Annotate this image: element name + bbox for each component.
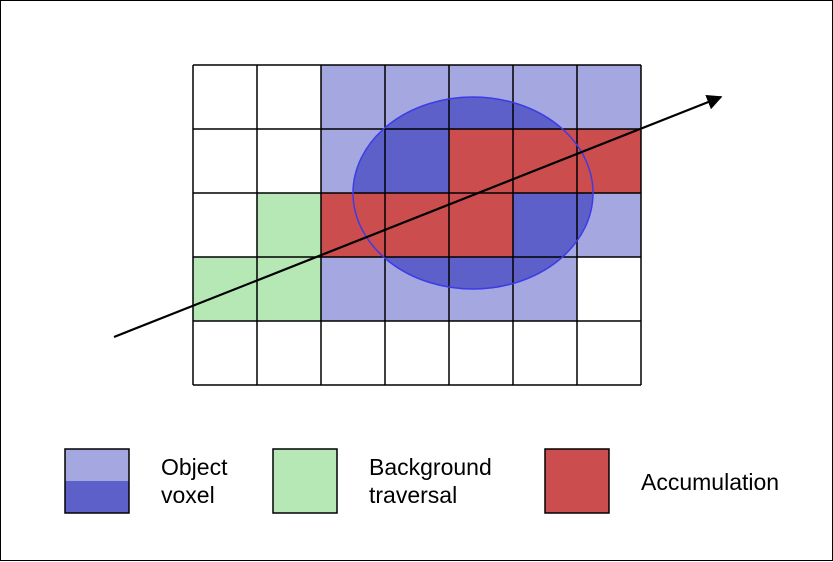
voxel-cell-empty [577, 321, 641, 385]
voxel-cell-accumulation [449, 193, 513, 257]
legend-background-line1: Background [369, 454, 492, 480]
voxel-cell-empty [577, 257, 641, 321]
voxel-cell-empty [193, 65, 257, 129]
legend-accumulation-swatch [544, 448, 610, 514]
voxel-cell-object [577, 65, 641, 129]
voxel-cell-empty [513, 321, 577, 385]
voxel-cell-background-traversal [193, 257, 257, 321]
voxel-cell-object-interior [385, 129, 449, 193]
voxel-cell-empty [193, 129, 257, 193]
voxel-cell-object [321, 65, 385, 129]
voxel-cell-empty [193, 321, 257, 385]
voxel-cell-background-traversal [257, 257, 321, 321]
voxel-cell-object [321, 257, 385, 321]
voxel-cell-accumulation [513, 129, 577, 193]
ray-arrow [113, 94, 723, 339]
voxel-cell-empty [385, 321, 449, 385]
legend-background-label: Background traversal [369, 453, 492, 509]
voxel-cell-empty [321, 321, 385, 385]
voxel-cell-empty [257, 129, 321, 193]
voxel-cell-object-interior [513, 193, 577, 257]
legend-object-label: Object voxel [161, 453, 227, 509]
legend-object-line2: voxel [161, 482, 215, 508]
voxel-cell-object-interior [449, 257, 513, 289]
voxel-cell-empty [193, 193, 257, 257]
legend-accumulation-line1: Accumulation [641, 469, 780, 495]
object-circle [352, 96, 594, 290]
grid-lines [192, 64, 642, 386]
voxel-cell-empty [449, 321, 513, 385]
voxel-cell-background-traversal [257, 193, 321, 257]
legend-object-swatch [64, 448, 130, 514]
legend-accumulation-label: Accumulation [641, 468, 779, 496]
voxel-cell-empty [257, 321, 321, 385]
legend-background-line2: traversal [369, 482, 458, 508]
legend [64, 448, 610, 514]
voxel-cell-empty [257, 65, 321, 129]
voxel-cell-accumulation [577, 129, 641, 193]
legend-background-swatch [272, 448, 338, 514]
legend-object-line1: Object [161, 454, 228, 480]
voxel-cell-object-interior [449, 97, 513, 129]
